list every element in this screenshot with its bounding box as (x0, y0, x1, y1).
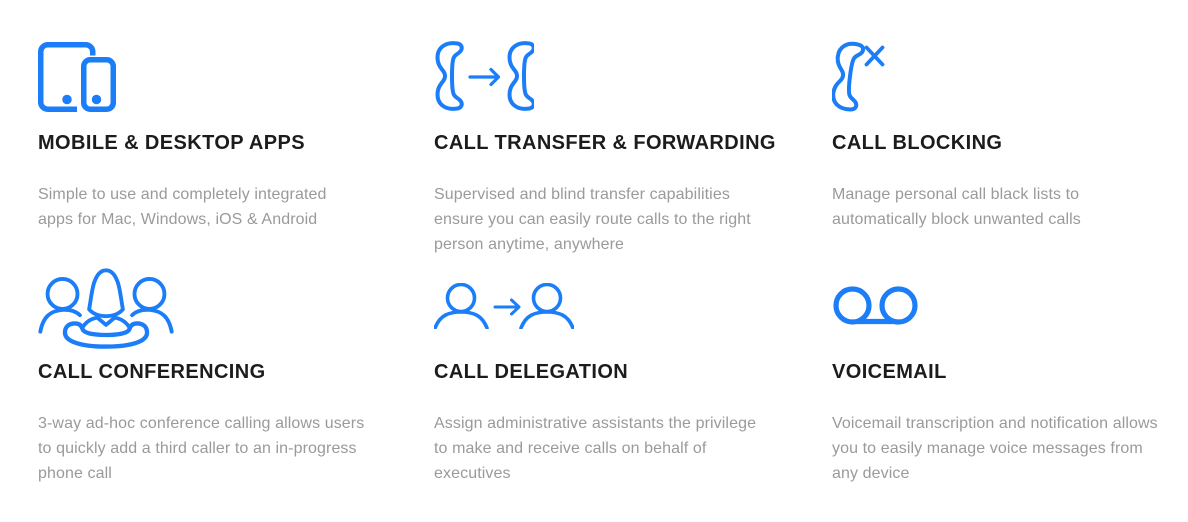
feature-title: CALL CONFERENCING (38, 361, 266, 383)
feature-title: CALL TRANSFER & FORWARDING (434, 132, 776, 154)
feature-title: CALL DELEGATION (434, 361, 629, 383)
feature-card-call-delegation: CALL DELEGATION Assign administrative as… (434, 267, 832, 486)
feature-description: Simple to use and completely integrated … (38, 186, 327, 228)
voicemail-icon (832, 267, 1188, 345)
feature-card-mobile-desktop-apps: MOBILE & DESKTOP APPS Simple to use and … (38, 38, 434, 257)
phone-block-icon (832, 38, 1188, 116)
feature-description: Manage personal call black lists to auto… (832, 186, 1081, 228)
person-arrow-person-icon (434, 267, 832, 345)
feature-card-call-transfer-forwarding: CALL TRANSFER & FORWARDING Supervised an… (434, 38, 832, 257)
phone-transfer-icon (434, 38, 832, 116)
features-grid: MOBILE & DESKTOP APPS Simple to use and … (38, 38, 1188, 486)
feature-card-voicemail: VOICEMAIL Voicemail transcription and no… (832, 267, 1188, 486)
conference-people-icon (38, 267, 434, 349)
feature-description: Voicemail transcription and notification… (832, 415, 1158, 482)
feature-description: 3-way ad-hoc conference calling allows u… (38, 415, 365, 482)
feature-title: VOICEMAIL (832, 361, 947, 383)
feature-description: Supervised and blind transfer capabiliti… (434, 186, 751, 253)
feature-card-call-conferencing: CALL CONFERENCING 3-way ad-hoc conferenc… (38, 267, 434, 486)
feature-title: MOBILE & DESKTOP APPS (38, 132, 305, 154)
devices-icon (38, 38, 434, 116)
feature-card-call-blocking: CALL BLOCKING Manage personal call black… (832, 38, 1188, 257)
feature-description: Assign administrative assistants the pri… (434, 415, 757, 482)
feature-title: CALL BLOCKING (832, 132, 1003, 154)
